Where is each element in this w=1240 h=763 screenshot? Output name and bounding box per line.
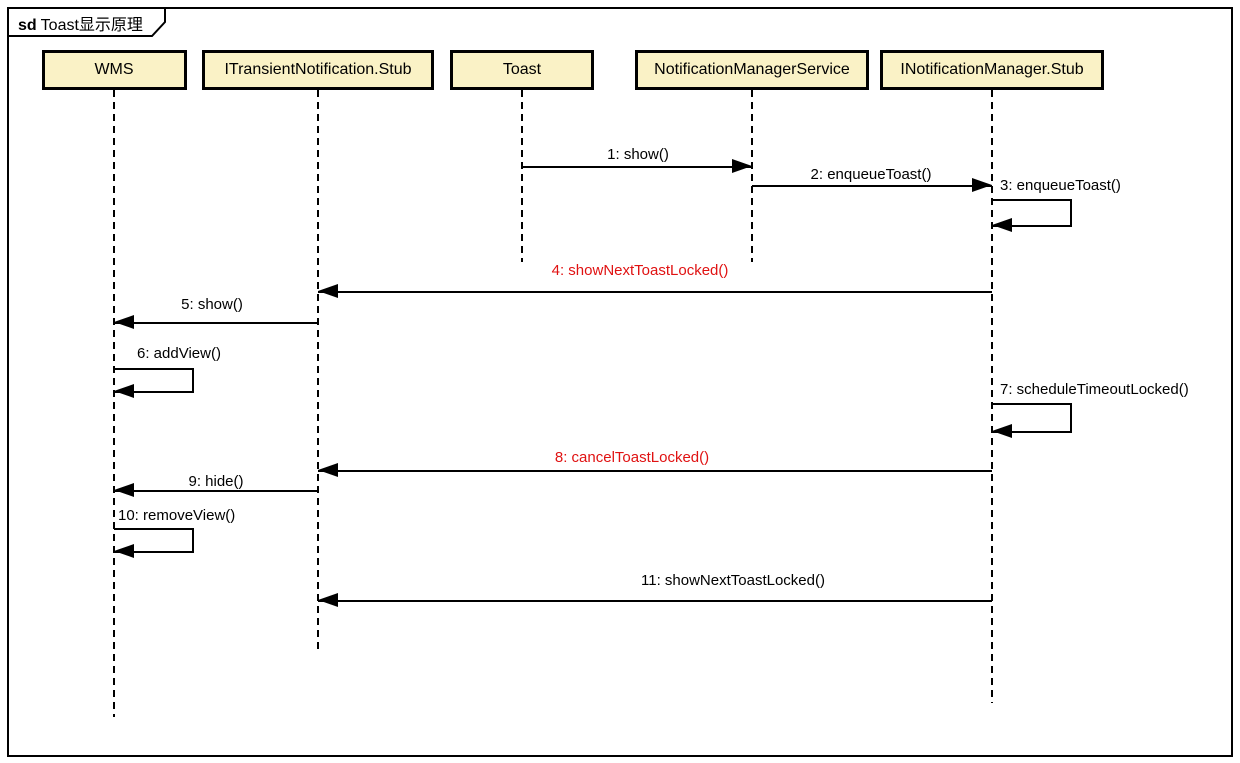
actor-box-wms: WMS — [41, 50, 187, 90]
message-line-4 — [318, 291, 992, 293]
message-line-9 — [114, 490, 318, 492]
arrowhead-icon — [114, 315, 134, 329]
arrowhead-icon — [972, 178, 992, 192]
arrowhead-icon — [732, 159, 752, 173]
diagram-title-tab — [7, 7, 166, 37]
actor-box-itransient: ITransientNotification.Stub — [202, 50, 434, 90]
message-label-10: 10: removeView() — [118, 507, 236, 524]
title-label: Toast显示原理 — [40, 17, 143, 34]
arrowhead-icon — [992, 218, 1012, 232]
message-label-11: 11: showNextToastLocked() — [641, 572, 825, 589]
self-message-loop-7 — [992, 403, 1072, 433]
message-label-9: 9: hide() — [188, 473, 244, 490]
message-line-2 — [752, 185, 992, 187]
message-label-6: 6: addView() — [137, 345, 221, 362]
message-label-8: 8: cancelToastLocked() — [554, 449, 710, 466]
title-tab-pentagon — [7, 7, 166, 37]
message-label-3: 3: enqueueToast() — [1000, 177, 1121, 194]
message-line-5 — [114, 322, 318, 324]
lifeline-nms — [751, 90, 753, 262]
message-line-1 — [522, 166, 752, 168]
self-message-loop-3 — [992, 199, 1072, 227]
message-line-11 — [318, 600, 992, 602]
message-label-5: 5: show() — [181, 296, 243, 313]
actor-box-inotif: INotificationManager.Stub — [880, 50, 1104, 90]
message-label-2: 2: enqueueToast() — [810, 166, 932, 183]
actor-box-toast: Toast — [450, 50, 594, 90]
message-label-7: 7: scheduleTimeoutLocked() — [1000, 381, 1189, 398]
arrowhead-icon — [318, 593, 338, 607]
diagram-frame — [7, 7, 1233, 757]
arrowhead-icon — [992, 424, 1012, 438]
arrowhead-icon — [318, 463, 338, 477]
arrowhead-icon — [114, 544, 134, 558]
lifeline-wms — [113, 90, 115, 717]
self-message-loop-10 — [114, 528, 194, 553]
message-label-1: 1: show() — [607, 146, 669, 163]
lifeline-toast — [521, 90, 523, 262]
actor-box-nms: NotificationManagerService — [635, 50, 869, 90]
self-message-loop-6 — [114, 368, 194, 393]
message-label-4: 4: showNextToastLocked() — [551, 262, 729, 279]
arrowhead-icon — [114, 483, 134, 497]
arrowhead-icon — [318, 284, 338, 298]
arrowhead-icon — [114, 384, 134, 398]
lifeline-inotif — [991, 90, 993, 703]
lifeline-itransient — [317, 90, 319, 653]
message-line-8 — [318, 470, 992, 472]
title-keyword: sd — [18, 17, 37, 34]
